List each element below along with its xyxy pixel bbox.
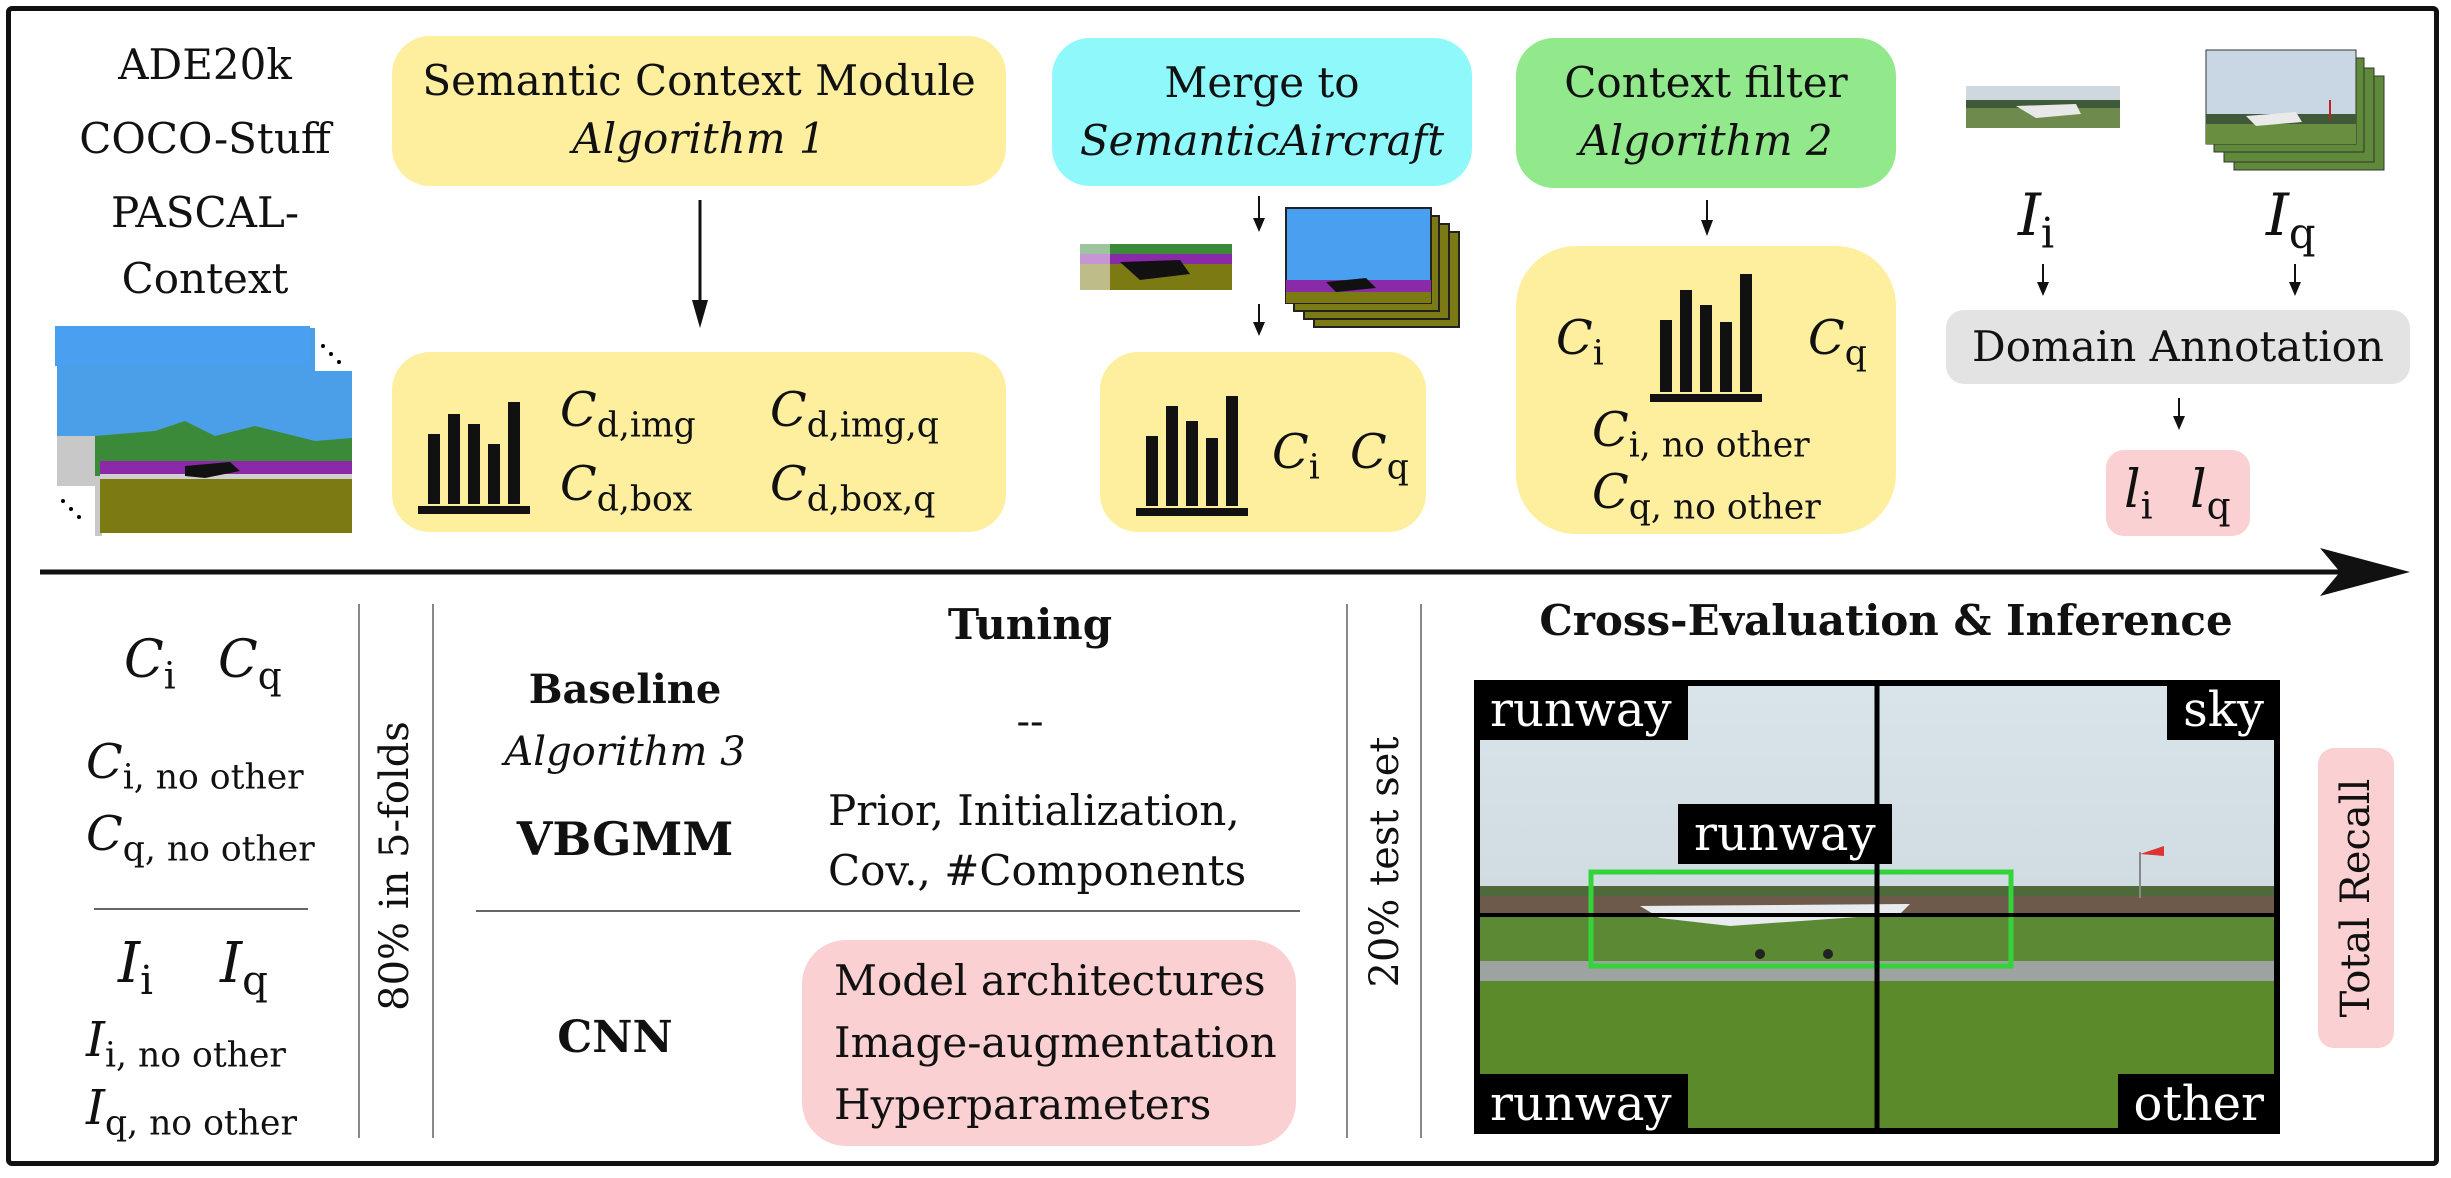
arrow-down-filter xyxy=(1701,200,1713,236)
context-d-img-q: Cd,img,q xyxy=(770,382,939,446)
cross-eval-photo: runway sky runway runway other xyxy=(1474,680,2280,1134)
list-image-q-no-other: Iq, no other xyxy=(86,1080,297,1144)
list-context-i: Ci xyxy=(124,630,176,698)
segmentation-stack-image xyxy=(1285,207,1460,328)
cnn-tuning-line2: Image-augmentation xyxy=(834,1018,1277,1067)
list-divider xyxy=(94,908,308,910)
dataset-coco-stuff: COCO-Stuff xyxy=(79,114,331,163)
tuning-heading: Tuning xyxy=(947,600,1113,649)
semantic-context-module-title: Semantic Context Module xyxy=(422,56,976,105)
list-image-q: Iq xyxy=(220,931,268,1005)
list-context-q: Cq xyxy=(218,630,282,698)
merge-result-box: Ci Cq xyxy=(1100,352,1426,532)
aircraft-crop-photo xyxy=(1966,86,2120,128)
merge-dataset-name: SemanticAircraft xyxy=(1079,116,1445,165)
histogram-icon xyxy=(1136,396,1248,516)
semantic-context-module-algorithm: Algorithm 1 xyxy=(572,114,826,163)
quadrant-label-bottom-right: other xyxy=(2117,1074,2280,1134)
merge-box: Merge to SemanticAircraft xyxy=(1052,38,1472,186)
semantic-context-module-box: Semantic Context Module Algorithm 1 xyxy=(392,36,1006,186)
vbgmm-tuning-line2: Cov., #Components xyxy=(828,846,1247,895)
context-d-box: Cd,box xyxy=(560,456,693,520)
center-label: runway xyxy=(1678,804,1892,864)
quadrant-label-top-left: runway xyxy=(1474,680,1688,740)
image-set-q: Iq xyxy=(2266,181,2316,258)
separator-line xyxy=(1346,604,1348,1138)
merge-title: Merge to xyxy=(1164,58,1360,107)
tuning-divider xyxy=(476,910,1300,912)
segmentation-map-image xyxy=(55,326,355,536)
vbgmm-label: VBGMM xyxy=(516,812,734,866)
filter-context-q-no-other: Cq, no other xyxy=(1592,464,1821,528)
separator-line xyxy=(358,604,360,1138)
image-set-i: Ii xyxy=(2018,181,2055,258)
runway-scene-image xyxy=(1480,686,2274,1128)
dataset-pascal: PASCAL- xyxy=(110,188,300,237)
cnn-tuning-box: Model architectures Image-augmentation H… xyxy=(802,940,1296,1146)
filter-context-i: Ci xyxy=(1556,310,1604,374)
dataset-context: Context xyxy=(121,254,289,303)
context-i: Ci xyxy=(1272,424,1320,488)
cnn-label: CNN xyxy=(557,1012,673,1063)
semantic-context-result-box: Cd,img Cd,img,q Cd,box Cd,box,q xyxy=(392,352,1006,532)
pipeline-arrow xyxy=(40,548,2410,596)
context-filter-box: Context filter Algorithm 2 xyxy=(1516,38,1896,188)
context-filter-result-box: Ci Cq Ci, no other Cq, no other xyxy=(1516,246,1896,534)
quadrant-label-top-right: sky xyxy=(2167,680,2280,740)
list-image-i: Ii xyxy=(118,931,154,1005)
label-q: lq xyxy=(2190,460,2231,528)
folds-label: 80% in 5-folds xyxy=(372,721,418,1011)
arrow-down-semantic xyxy=(692,200,708,328)
scene-photo-stack xyxy=(2205,49,2385,171)
arrow-down-image-q xyxy=(2289,264,2301,296)
total-recall-box: Total Recall xyxy=(2318,748,2394,1048)
list-context-i-no-other: Ci, no other xyxy=(86,734,304,798)
context-filter-title: Context filter xyxy=(1564,58,1848,107)
filter-context-q: Cq xyxy=(1808,310,1867,374)
list-image-i-no-other: Ii, no other xyxy=(86,1012,286,1076)
baseline-label: Baseline xyxy=(528,666,722,713)
dataset-ade20k: ADE20k xyxy=(118,40,292,89)
labels-box: li lq xyxy=(2106,450,2250,536)
list-context-q-no-other: Cq, no other xyxy=(86,806,315,870)
cross-eval-heading: Cross-Evaluation & Inference xyxy=(1539,596,2233,645)
context-d-box-q: Cd,box,q xyxy=(770,456,936,520)
label-i: li xyxy=(2124,460,2153,528)
histogram-icon xyxy=(418,402,530,514)
context-q: Cq xyxy=(1350,424,1409,488)
arrow-down-annotation xyxy=(2173,398,2185,430)
context-filter-algorithm: Algorithm 2 xyxy=(1579,116,1833,165)
test-set-label: 20% test set xyxy=(1362,736,1408,988)
vbgmm-tuning-line1: Prior, Initialization, xyxy=(828,786,1240,835)
separator-line xyxy=(1420,604,1422,1138)
arrow-down-merge-1 xyxy=(1253,196,1265,232)
domain-annotation-box: Domain Annotation xyxy=(1946,310,2410,384)
cnn-tuning-line3: Hyperparameters xyxy=(834,1080,1212,1129)
separator-line xyxy=(432,604,434,1138)
cnn-tuning-line1: Model architectures xyxy=(834,956,1266,1005)
arrow-down-merge-2 xyxy=(1253,304,1265,336)
baseline-tuning-value: -- xyxy=(1016,699,1044,745)
total-recall-label: Total Recall xyxy=(2333,778,2379,1018)
histogram-icon xyxy=(1650,274,1762,402)
aircraft-crop-thumbnail xyxy=(1080,244,1232,290)
algorithm3-label: Algorithm 3 xyxy=(504,729,746,775)
context-d-img: Cd,img xyxy=(560,382,696,446)
arrow-down-image-i xyxy=(2037,264,2049,296)
figure-frame xyxy=(6,6,2439,1166)
filter-context-i-no-other: Ci, no other xyxy=(1592,402,1810,466)
domain-annotation-label: Domain Annotation xyxy=(1972,322,2384,371)
quadrant-label-bottom-left: runway xyxy=(1474,1074,1688,1134)
